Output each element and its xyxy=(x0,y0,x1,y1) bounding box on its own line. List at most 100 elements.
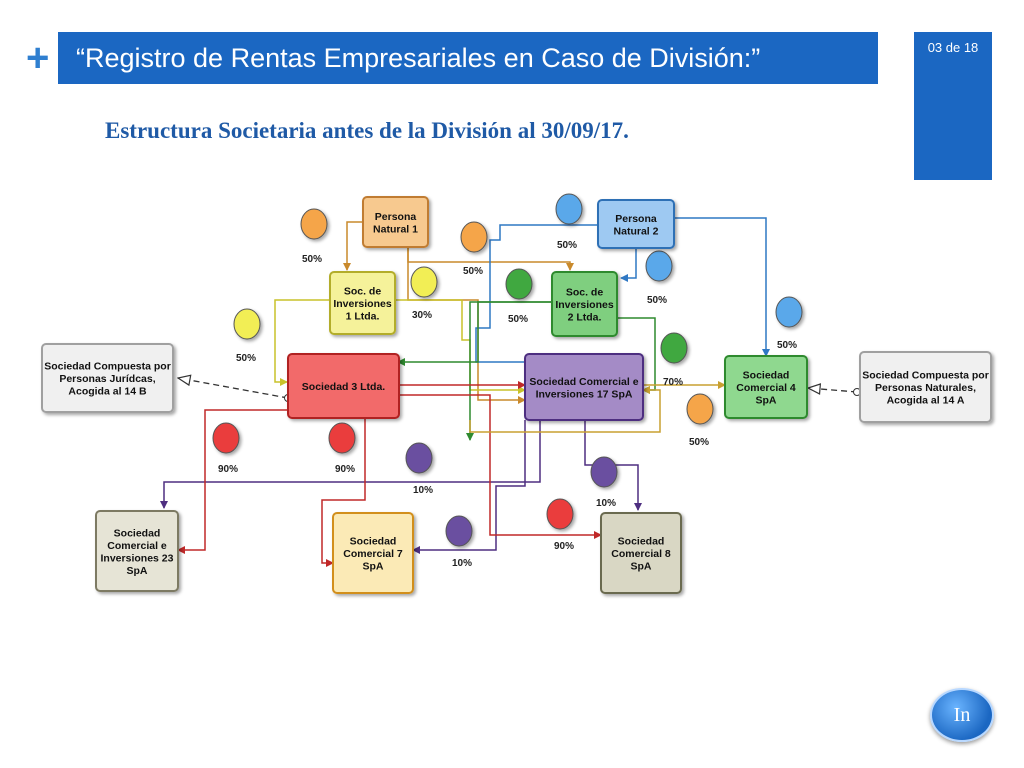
ownership-circle-orange xyxy=(460,221,488,253)
diagram-edges xyxy=(160,217,861,567)
page-title: “Registro de Rentas Empresariales en Cas… xyxy=(58,32,878,84)
ownership-circle-purple xyxy=(445,515,473,547)
edge-blue-6 xyxy=(674,217,770,357)
ownership-circle-purple xyxy=(405,442,433,474)
edge-blue-5 xyxy=(475,224,644,366)
diagram-circles xyxy=(212,193,803,547)
node-label: 1 Ltda. xyxy=(346,311,380,323)
ownership-circle-blue xyxy=(645,250,673,282)
node-label: Soc. de xyxy=(344,286,382,298)
edge-orange-2 xyxy=(407,247,526,404)
ownership-circle-orange xyxy=(686,393,714,425)
ownership-circle-blue xyxy=(775,296,803,328)
ownership-circle-red xyxy=(328,422,356,454)
node-label: Comercial e xyxy=(107,540,167,552)
node-label: Comercial 4 xyxy=(736,382,796,394)
ownership-circle-yellow xyxy=(233,308,261,340)
node-label: SpA xyxy=(631,561,652,573)
percent-label: 90% xyxy=(218,464,238,475)
node-box xyxy=(859,351,992,423)
node-label: Inversiones 17 SpA xyxy=(536,388,633,400)
node-label: Inversiones 23 xyxy=(101,552,174,564)
percent-label: 50% xyxy=(236,353,256,364)
ownership-circle-yellow xyxy=(410,266,438,298)
node-box xyxy=(95,510,179,592)
node-label: Soc. de xyxy=(566,287,604,299)
node-label: Sociedad Compuesta por xyxy=(44,361,171,373)
ownership-circle-red xyxy=(546,498,574,530)
node-label: Sociedad 3 Ltda. xyxy=(302,381,386,393)
node-box xyxy=(332,512,414,594)
node-box xyxy=(600,512,682,594)
diagram-percent-labels: 50%50%50%50%30%50%50%50%70%50%90%90%10%1… xyxy=(218,240,797,569)
ownership-circle-green xyxy=(505,268,533,300)
percent-label: 50% xyxy=(647,295,667,306)
node-label: Comercial 8 xyxy=(611,548,671,560)
edge-dashed-left xyxy=(178,378,289,399)
ownership-circle-blue xyxy=(555,193,583,225)
plus-icon: + xyxy=(26,36,50,80)
percent-label: 50% xyxy=(557,240,577,251)
node-label: Natural 1 xyxy=(373,223,418,235)
node-label: Acogida al 14 B xyxy=(68,386,147,398)
edge-orange-1 xyxy=(343,221,362,271)
edge-red-15 xyxy=(177,409,290,554)
in-button[interactable]: In xyxy=(930,688,994,742)
diagram-subtitle: Estructura Societaria antes de la Divisi… xyxy=(105,118,629,143)
edge-tan-19 xyxy=(469,386,661,433)
percent-label: 10% xyxy=(452,558,472,569)
edge-red-17 xyxy=(399,394,602,539)
node-box xyxy=(551,271,618,337)
node-label: Sociedad xyxy=(743,370,790,382)
node-box xyxy=(41,343,174,413)
node-label: SpA xyxy=(756,395,777,407)
node-label: SpA xyxy=(363,561,384,573)
node-label: Natural 2 xyxy=(614,225,659,237)
edge-orange-0 xyxy=(407,247,574,271)
node-label: Inversiones xyxy=(555,299,614,311)
node-box xyxy=(724,355,808,419)
edge-purple-13 xyxy=(412,420,526,554)
node-label: 2 Ltda. xyxy=(568,312,602,324)
percent-label: 30% xyxy=(412,310,432,321)
node-label: Sociedad xyxy=(618,536,665,548)
edge-blue-7 xyxy=(620,248,637,282)
page-indicator: 03 de 18 xyxy=(927,40,979,55)
percent-label: 50% xyxy=(689,437,709,448)
node-label: Personas Jurídcas, xyxy=(59,373,155,385)
node-label: Persona xyxy=(375,211,417,223)
edge-yellow-3 xyxy=(274,299,330,386)
node-label: Sociedad xyxy=(114,527,161,539)
node-label: Inversiones xyxy=(333,298,392,310)
percent-label: 10% xyxy=(413,485,433,496)
percent-label: 10% xyxy=(596,498,616,509)
node-label: Acogida al 14 A xyxy=(887,395,965,407)
ownership-circle-green xyxy=(660,332,688,364)
node-label: Sociedad xyxy=(350,536,397,548)
percent-label: 70% xyxy=(663,377,683,388)
node-s3: Sociedad 3 Ltda. xyxy=(287,353,400,419)
node-box xyxy=(597,199,675,249)
node-box xyxy=(287,353,400,419)
edge-yellow-4 xyxy=(395,299,526,394)
node-box xyxy=(329,271,396,335)
node-label: Comercial 7 xyxy=(343,548,403,560)
ownership-circle-red xyxy=(212,422,240,454)
edge-purple-12 xyxy=(160,420,541,509)
ownership-circle-purple xyxy=(590,456,618,488)
node-label: Sociedad Compuesta por xyxy=(862,370,989,382)
node-label: Persona xyxy=(615,213,657,225)
percent-label: 50% xyxy=(777,340,797,351)
